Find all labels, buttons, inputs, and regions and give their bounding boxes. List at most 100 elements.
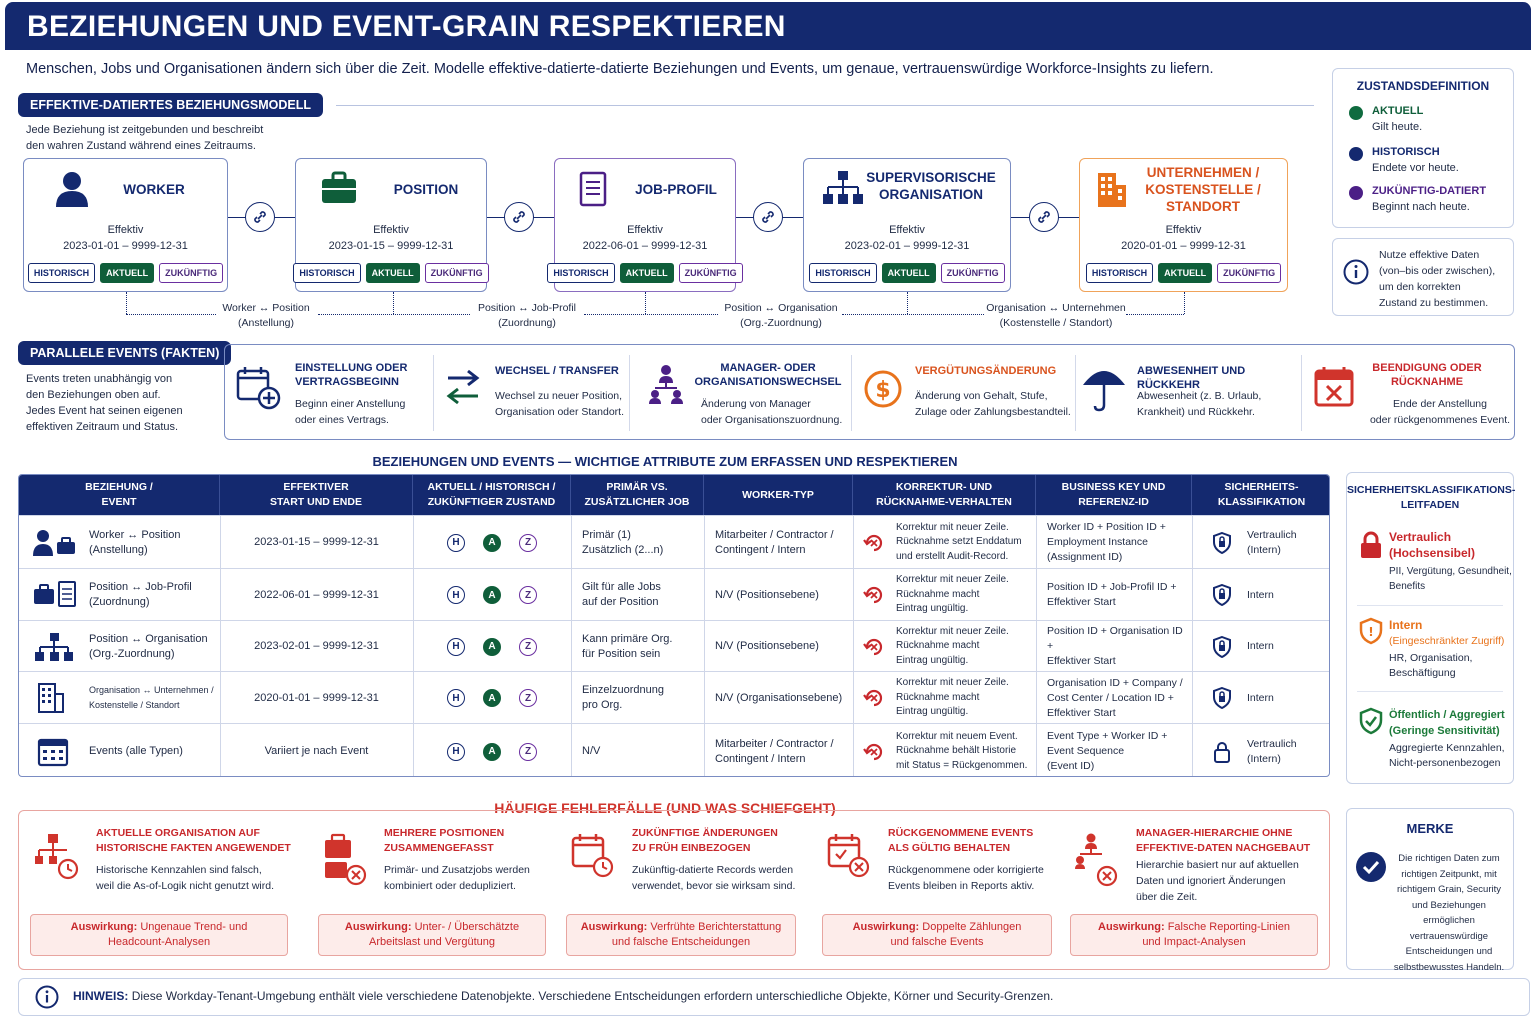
- relation-dotline: [907, 292, 908, 314]
- org-clock-icon: [34, 832, 80, 887]
- badge-aktuell[interactable]: AKTUELL: [365, 263, 420, 283]
- relationship-cell: Position ↔ Organisation(Org.-Zuordnung): [89, 632, 208, 660]
- table-row[interactable]: Events (alle Typen)Variiert je nach Even…: [19, 723, 1329, 776]
- badge-zukuenftig[interactable]: ZUKÜNFTIG: [159, 263, 224, 283]
- state-label: ZUKÜNFTIG-DATIERT: [1372, 185, 1487, 197]
- badge-zukuenftig[interactable]: ZUKÜNFTIG: [678, 263, 743, 283]
- errors-panel: [18, 810, 1330, 970]
- link-icon[interactable]: [245, 202, 275, 232]
- org-chart-icon: [823, 171, 863, 204]
- hint-bar: HINWEIS: Diese Workday-Tenant-Umgebung e…: [18, 978, 1530, 1016]
- relation-dotline: [645, 292, 646, 314]
- business-key-cell: Event Type + Worker ID +Event Sequence(E…: [1047, 730, 1168, 772]
- state-aktuell: A: [483, 586, 501, 604]
- effective-dates-cell: Variiert je nach Event: [264, 745, 369, 757]
- correction-cell: Korrektur mit neuer Zeile.Rücknahme setz…: [896, 521, 1022, 562]
- effective-label: Effektiv: [627, 224, 663, 236]
- table-row[interactable]: Organisation ↔ Unternehmen /Kostenstelle…: [19, 671, 1329, 723]
- job-cell: N/V: [582, 745, 601, 757]
- security-cell: Intern: [1247, 640, 1274, 652]
- badge-aktuell[interactable]: AKTUELL: [619, 263, 674, 283]
- entity-title: JOB-PROFIL: [635, 182, 717, 197]
- badge-historisch[interactable]: HISTORISCH: [293, 263, 361, 283]
- badge-zukuenftig[interactable]: ZUKÜNFTIG: [424, 263, 489, 283]
- info-icon: [1343, 259, 1369, 285]
- calendar-clock-icon: [570, 832, 616, 887]
- status-dot-zukuenftig: [1349, 186, 1363, 200]
- worker-type-cell: Mitarbeiter / Contractor /Contingent / I…: [715, 528, 834, 556]
- shield-alert-icon: !: [1359, 617, 1383, 645]
- state-historisch: H: [447, 586, 465, 604]
- badge-zukuenftig[interactable]: ZUKÜNFTIG: [1217, 263, 1282, 283]
- link-icon[interactable]: [504, 202, 534, 232]
- job-cell: Kann primäre Org.für Position sein: [582, 632, 673, 660]
- person-briefcase-icon: [33, 528, 77, 563]
- security-level-desc: HR, Organisation,Beschäftigung: [1389, 652, 1473, 679]
- column-divider: [413, 515, 414, 776]
- worker-type-cell: N/V (Organisationsebene): [715, 691, 843, 704]
- event-card-compensation[interactable]: $ VERGÜTUNGSÄNDERUNG Änderung von Gehalt…: [861, 345, 1075, 441]
- effective-dates-cell: 2020-01-01 – 9999-12-31: [254, 691, 379, 704]
- badge-historisch[interactable]: HISTORISCH: [1085, 263, 1154, 283]
- security-cell: Intern: [1247, 691, 1274, 704]
- effective-label: Effektiv: [889, 224, 925, 236]
- badge-historisch[interactable]: HISTORISCH: [27, 263, 96, 283]
- worker-type-cell: N/V (Positionsebene): [715, 640, 819, 652]
- event-card-transfer[interactable]: WECHSEL / TRANSFER Wechsel zu neuer Posi…: [443, 345, 643, 441]
- dollar-coin-icon: $: [864, 370, 902, 408]
- table-row[interactable]: Position ↔ Organisation(Org.-Zuordnung)2…: [19, 620, 1329, 671]
- badge-aktuell[interactable]: AKTUELL: [100, 263, 155, 283]
- entity-title: UNTERNEHMEN /KOSTENSTELLE /STANDORT: [1145, 165, 1261, 214]
- padlock-icon: [1212, 741, 1232, 768]
- building-icon: [33, 683, 77, 718]
- state-zukuenftig: Z: [519, 637, 537, 656]
- entity-card-company[interactable]: UNTERNEHMEN /KOSTENSTELLE /STANDORT Effe…: [1079, 158, 1288, 292]
- calendar-cancel-icon: [826, 832, 872, 887]
- relation-label: Worker ↔ Position(Anstellung): [222, 302, 310, 329]
- badge-aktuell[interactable]: AKTUELL: [881, 263, 936, 283]
- entity-card-job-profil[interactable]: JOB-PROFIL Effektiv 2022-06-01 – 9999-12…: [547, 158, 743, 292]
- relation-label: Position ↔ Job-Profil(Zuordnung): [477, 302, 577, 329]
- entity-card-worker[interactable]: WORKER Effektiv 2023-01-01 – 9999-12-31 …: [23, 158, 228, 292]
- info-icon: [35, 985, 59, 1009]
- building-icon: [1098, 173, 1126, 207]
- relation-dotline: [126, 292, 127, 314]
- page-subtitle: Menschen, Jobs und Organisationen ändern…: [26, 61, 1214, 77]
- badge-historisch[interactable]: HISTORISCH: [809, 263, 877, 283]
- panel-title: ZUSTANDSDEFINITION: [1356, 79, 1490, 93]
- divider: [1357, 691, 1503, 692]
- table-row[interactable]: Worker ↔ Position(Anstellung)2023-01-15 …: [19, 515, 1329, 569]
- state-desc: Gilt heute.: [1372, 121, 1423, 133]
- state-historisch: H: [447, 742, 465, 761]
- event-card-absence[interactable]: ABWESENHEIT UND RÜCKKEHR Abwesenheit (z.…: [1081, 345, 1295, 441]
- shield-lock-icon: [1212, 583, 1232, 611]
- security-level-name: Öffentlich / Aggregiert(Geringe Sensitiv…: [1389, 709, 1505, 737]
- entity-card-position[interactable]: POSITION Effektiv 2023-01-15 – 9999-12-3…: [293, 158, 489, 292]
- table-row[interactable]: Position ↔ Job-Profil(Zuordnung)2022-06-…: [19, 568, 1329, 620]
- link-icon[interactable]: [753, 202, 783, 232]
- badge-historisch[interactable]: HISTORISCH: [547, 263, 615, 283]
- state-desc: Endete vor heute.: [1372, 162, 1459, 174]
- info-tip-text: Nutze effektive Daten(von–bis oder zwisc…: [1379, 249, 1496, 309]
- badge-aktuell[interactable]: AKTUELL: [1158, 263, 1213, 283]
- badge-zukuenftig[interactable]: ZUKÜNFTIG: [940, 263, 1005, 283]
- link-icon[interactable]: [1029, 202, 1059, 232]
- state-aktuell: A: [483, 742, 501, 761]
